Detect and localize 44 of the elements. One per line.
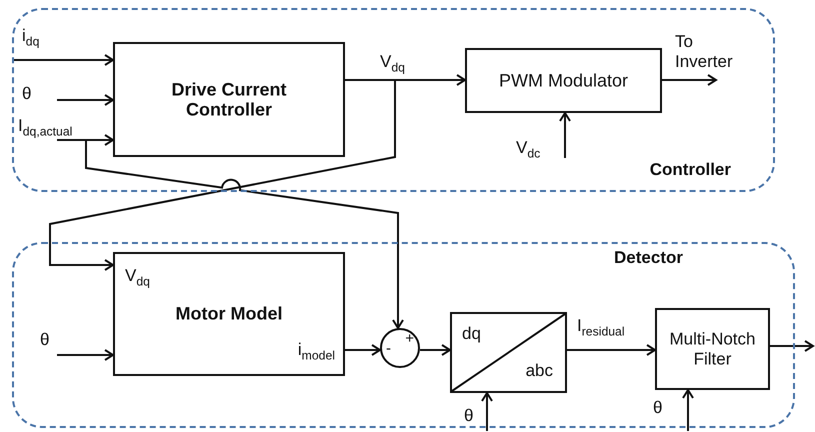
block-label: Multi-Notch Filter [668,329,756,369]
connector-arrow [345,344,381,356]
transform-block [450,312,567,393]
signal-label: To Inverter [675,32,734,72]
signal-label: i$_{dq}$ [22,26,40,48]
group-title: Controller [650,160,731,180]
signal-label: V$_{dq}$ [380,52,405,74]
connector-arrow [12,54,114,66]
signal-label: V$_{dc}$ [516,138,540,160]
signal-label: θ [653,398,662,418]
signal-label: I$_{dq,actual}$ [18,116,72,138]
group-title: Detector [614,248,683,268]
process-block [113,42,345,157]
block-label: i$_{model}$ [298,340,335,362]
sign-label: - [386,340,391,358]
sign-label: + [405,330,414,348]
connector-arrow [481,392,493,431]
connector-arrow [559,112,571,158]
block-label: Drive Current Controller [170,78,288,120]
summing-junction [380,328,420,368]
block-label: Motor Model [174,304,284,324]
connector-arrow [770,340,814,352]
process-block [113,252,345,376]
process-block [465,48,662,113]
connector-arrow [420,344,451,356]
connector-arrow [567,344,656,356]
connector-arrow [85,140,404,329]
block-label: dq [462,324,481,344]
connector-arrow [682,389,694,431]
signal-label: θ [40,330,50,350]
block-label: PWM Modulator [498,70,630,91]
signal-label: I$_{residual}$ [577,316,625,338]
connector-arrow [49,79,396,271]
dashed-group-frame [12,8,775,192]
connector-arrow [662,74,717,86]
connector-arrow [57,94,114,106]
connector-arrow [57,349,114,361]
block-label: abc [526,361,553,381]
process-block [655,308,770,390]
block-label: V$_{dq}$ [125,266,150,288]
dashed-group-frame [12,242,795,428]
signal-label: θ [464,406,474,426]
connector-arrow [57,134,114,146]
signal-label: θ [22,84,32,104]
